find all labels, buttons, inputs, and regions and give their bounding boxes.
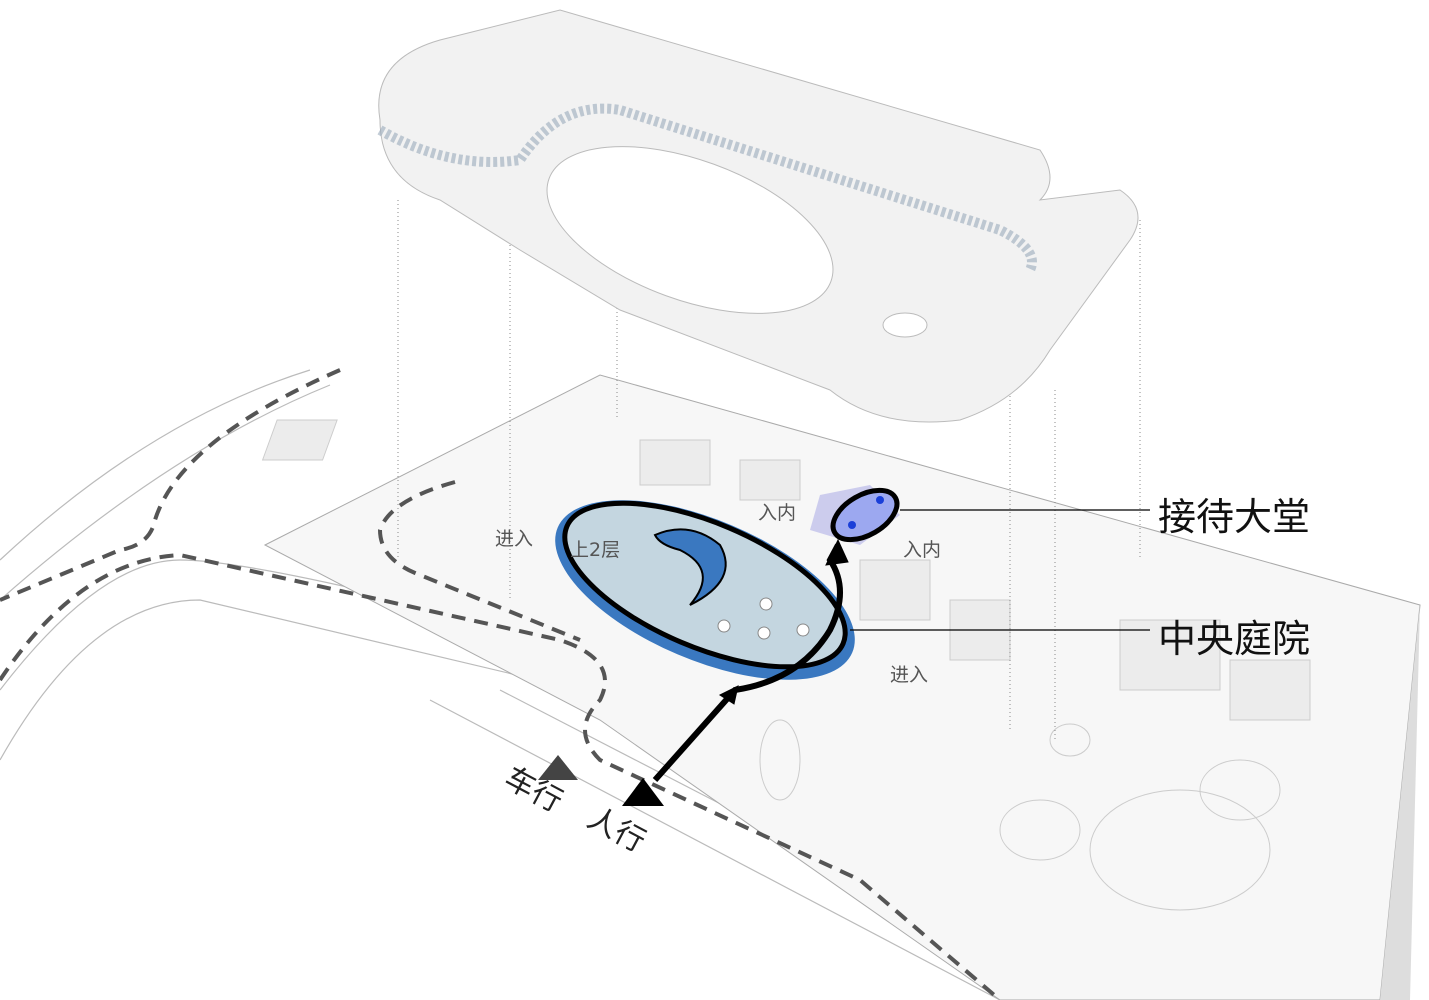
label-up-to-2f: 上2层: [570, 539, 621, 561]
route-triangles: [538, 755, 664, 806]
callout-central-courtyard: 中央庭院: [1158, 617, 1311, 661]
callout-leaders: [850, 509, 1150, 631]
ground-floor-plan: [261, 374, 1421, 1000]
label-enter-right: 进入: [890, 664, 929, 686]
callout-reception-hall: 接待大堂: [1158, 495, 1311, 539]
projection-lines: [397, 160, 1141, 740]
label-inside-right: 入内: [903, 539, 942, 561]
pedestrian-route: [652, 538, 849, 782]
label-inside-left: 入内: [758, 502, 797, 524]
upper-floor-block: [377, 9, 1139, 423]
reception-lobby-shape: [810, 485, 900, 545]
central-courtyard-shape: [555, 500, 855, 680]
label-enter-left: 进入: [495, 528, 534, 550]
vehicle-route: [0, 368, 1002, 1000]
